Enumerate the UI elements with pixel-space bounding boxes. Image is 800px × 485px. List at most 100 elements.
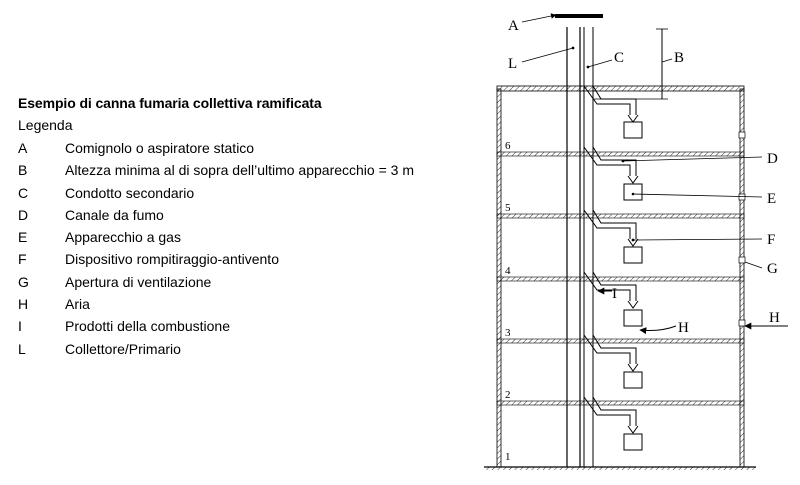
primary-collector <box>566 27 581 467</box>
flue-channel <box>592 334 637 364</box>
draft-diverter <box>627 363 639 372</box>
legend-desc: Apertura di ventilazione <box>65 273 212 290</box>
floor-slabs <box>496 151 745 406</box>
leader-g <box>744 261 763 269</box>
legend-key: I <box>18 318 22 335</box>
legend-key: E <box>18 229 28 246</box>
label-a: A <box>508 18 519 34</box>
legend-item: B Altezza minima al di sopra dell’ultimo … <box>18 159 468 181</box>
legend-item: E Apparecchio a gas <box>18 226 468 248</box>
legend-item: I Prodotti della combustione <box>18 315 468 337</box>
legend-key: C <box>18 184 29 201</box>
leader-f <box>632 238 763 241</box>
gas-appliance <box>623 433 643 451</box>
leader-f-dot <box>631 238 635 242</box>
diagram-labels: A L C B D E F G I H H <box>508 18 780 336</box>
floor-slab <box>496 276 745 282</box>
legend-key: H <box>18 296 29 313</box>
leader-d <box>622 156 763 162</box>
legend-item: H Aria <box>18 293 468 315</box>
legend-key: L <box>18 340 26 357</box>
legend-desc: Prodotti della combustione <box>65 318 230 335</box>
legend-desc: Aria <box>65 296 90 313</box>
label-h-outer: H <box>769 310 780 326</box>
air-arrow-inner <box>639 325 677 335</box>
floor-number: 5 <box>505 202 511 214</box>
gas-appliance <box>623 309 643 327</box>
label-b: B <box>674 50 684 66</box>
gas-appliance <box>623 121 643 139</box>
label-g: G <box>767 261 778 277</box>
legend-item: D Canale da fumo <box>18 204 468 226</box>
flue-channel <box>592 146 637 176</box>
chimney-cap <box>555 14 603 18</box>
legend-desc: Canale da fumo <box>65 206 164 223</box>
label-c: C <box>614 50 624 66</box>
legend-key: D <box>18 206 29 223</box>
flue-channel <box>592 209 637 239</box>
leader-l <box>521 47 574 63</box>
dimension-leader <box>661 58 673 63</box>
legend-desc: Dispositivo rompitiraggio-antivento <box>65 251 279 268</box>
legend-desc: Apparecchio a gas <box>65 229 181 246</box>
legend-desc: Collettore/Primario <box>65 340 181 357</box>
flue-channel <box>583 271 631 301</box>
gas-appliance <box>623 246 643 264</box>
flue-channel <box>583 334 631 364</box>
appliance-unit <box>583 85 643 139</box>
flue-channel <box>583 209 631 239</box>
floor-slab <box>496 400 745 406</box>
legend-item: L Collettore/Primario <box>18 338 468 360</box>
legend-heading: Legenda <box>18 117 73 133</box>
floor-number: 6 <box>505 140 511 152</box>
appliance-unit <box>583 209 643 264</box>
floor-slab <box>496 213 745 219</box>
label-i: I <box>612 286 617 302</box>
legend-item: G Apertura di ventilazione <box>18 271 468 293</box>
flue-channel <box>583 396 631 426</box>
ventilation-opening <box>738 319 746 327</box>
leader-a <box>521 13 557 23</box>
label-d: D <box>767 151 778 167</box>
ventilation-opening <box>738 131 746 139</box>
legend-item: C Condotto secondario <box>18 182 468 204</box>
draft-diverter <box>627 175 639 184</box>
floor-number: 1 <box>505 451 511 463</box>
flue-channel <box>592 396 637 426</box>
floor-number: 2 <box>505 389 511 401</box>
legend-desc: Comignolo o aspiratore statico <box>65 140 255 156</box>
flue-channel <box>592 271 637 301</box>
flow-arrows <box>597 287 788 335</box>
legend-title: Esempio di canna fumaria collettiva rami… <box>18 95 322 111</box>
legend-item: F Dispositivo rompitiraggio-antivento <box>18 248 468 270</box>
legend-desc: Altezza minima al di sopra dell’ultimo a… <box>65 162 414 179</box>
leader-l-dot <box>571 46 575 50</box>
flue-channel <box>583 85 631 115</box>
floor-units <box>583 85 643 451</box>
leader-lines <box>521 13 763 269</box>
leader-c-dot <box>586 65 590 69</box>
draft-diverter <box>627 425 639 434</box>
floor-slab <box>496 338 745 344</box>
ventilation-opening <box>738 193 746 201</box>
secondary-duct <box>583 27 594 467</box>
label-f: F <box>767 232 775 248</box>
appliance-unit <box>583 271 643 327</box>
ventilation-opening <box>738 256 746 264</box>
draft-diverter <box>627 238 639 247</box>
flue-channel <box>592 85 637 115</box>
legend-key: F <box>18 251 27 268</box>
draft-diverter <box>627 114 639 123</box>
leader-c <box>587 59 613 68</box>
legend-key: G <box>18 273 29 290</box>
ground-hatch <box>484 467 756 470</box>
roof-slab <box>496 85 745 92</box>
label-l: L <box>508 56 517 72</box>
floor-number: 4 <box>505 265 511 277</box>
legend-desc: Condotto secondario <box>65 184 195 201</box>
legend-key: B <box>18 162 28 179</box>
appliance-unit <box>583 146 643 201</box>
